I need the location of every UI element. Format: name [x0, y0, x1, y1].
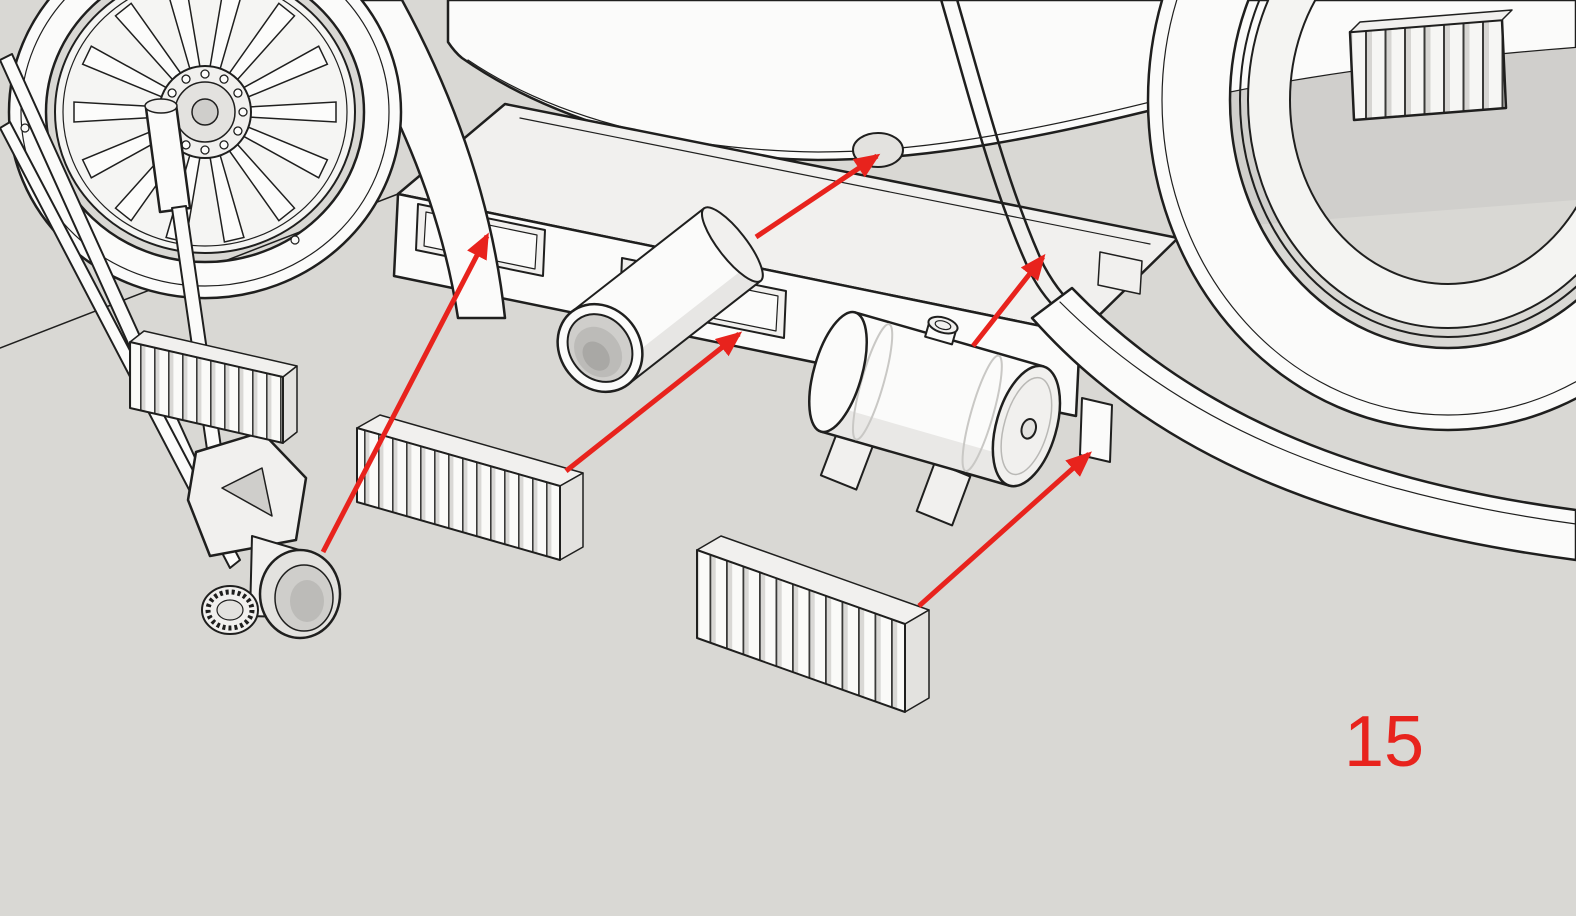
arrow-running-board-small: [320, 232, 490, 554]
luggage-rack-slats: [1348, 9, 1513, 122]
chassis-slot-right: [1079, 397, 1113, 463]
sidewall-screw: [290, 235, 300, 245]
tank-end-nub: [1020, 417, 1038, 440]
sidewall-screw: [20, 123, 30, 133]
rear-wheel: [1146, 0, 1576, 432]
front-spoked-wheel: [7, 0, 403, 300]
arrow-running-board-large: [917, 451, 1092, 608]
body-mount-bump: [852, 132, 904, 168]
wheel-hub: [158, 65, 252, 159]
muffler-cylinder: [556, 206, 764, 394]
ribbed-cap: [201, 585, 259, 635]
running-board-panel-small: [129, 330, 298, 444]
arrow-muffler: [754, 153, 881, 240]
fuel-tank-filler-cap: [924, 315, 959, 346]
arrow-fuel-tank: [971, 253, 1046, 348]
arrows-layer: [320, 153, 1092, 608]
rear-fender: [1030, 286, 1576, 562]
running-board-panel-large: [696, 535, 930, 713]
running-board-panel-medium: [356, 414, 584, 561]
fuel-tank: [808, 310, 1062, 527]
arrow-running-board-medium: [564, 331, 743, 473]
bulb-horn: [249, 535, 342, 640]
chassis-notch: [1097, 251, 1143, 295]
step-number: 15: [1344, 702, 1424, 782]
